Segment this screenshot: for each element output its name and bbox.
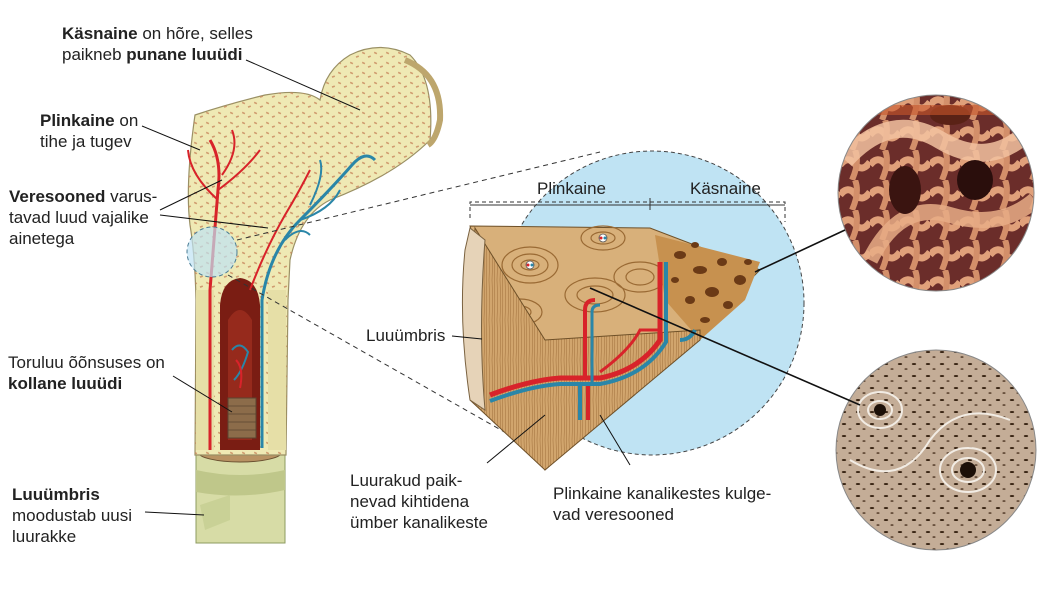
veresooned-text2: tavad luud vajalike (9, 208, 149, 227)
compact-bone-micrograph (835, 349, 1037, 551)
label-luuumbris-left: Luuümbris moodustab uusi luurakke (12, 484, 132, 547)
label-luurakud: Luurakud paik- nevad kihtidena ümber kan… (350, 470, 488, 533)
toruluu-bold: kollane luuüdi (8, 374, 123, 393)
plinkaine-text2: tihe ja tugev (40, 132, 132, 151)
veresooned-text3: ainetega (9, 229, 75, 248)
luurakud-text1: Luurakud paik- (350, 471, 463, 490)
kanalikestes-text1: Plinkaine kanalikestes kulge- (553, 484, 772, 503)
luuumbris-left-text2: luurakke (12, 527, 77, 546)
veresooned-text1: varus- (105, 187, 158, 206)
kasnaine-bold2: punane luuüdi (126, 45, 243, 64)
kasnaine-text1: on hõre, selles (137, 24, 253, 43)
luurakud-text3: ümber kanalikeste (350, 513, 488, 532)
section-brackets (469, 198, 786, 222)
label-luuumbris-mid: Luuümbris (366, 326, 446, 345)
toruluu-text1: Toruluu õõnsuses on (8, 353, 165, 372)
label-kanalikestes: Plinkaine kanalikestes kulge- vad vereso… (553, 483, 771, 525)
plinkaine-text1: on (114, 111, 139, 130)
veresooned-bold: Veresooned (9, 187, 106, 206)
luuumbris-left-bold: Luuümbris (12, 485, 100, 504)
leader-lines (141, 59, 861, 516)
femur-illustration (186, 46, 444, 544)
luurakud-text2: nevad kihtidena (350, 492, 470, 511)
label-kasnaine: Käsnaine on hõre, selles paikneb punane … (62, 23, 253, 65)
label-plinkaine: Plinkaine on tihe ja tugev (40, 110, 138, 152)
luuumbris-left-text1: moodustab uusi (12, 506, 133, 525)
kanalikestes-text2: vad veresooned (553, 505, 674, 524)
header-plinkaine: Plinkaine (537, 179, 606, 198)
zoom-line-bottom (227, 274, 546, 456)
kasnaine-bold: Käsnaine (62, 24, 138, 43)
kasnaine-text2: paikneb (62, 45, 127, 64)
plinkaine-bold: Plinkaine (40, 111, 115, 130)
bone-wedge-illustration (461, 225, 761, 471)
spongy-bone-micrograph (837, 94, 1035, 292)
label-toruluu: Toruluu õõnsuses on kollane luuüdi (8, 352, 165, 394)
header-kasnaine: Käsnaine (690, 179, 761, 198)
label-veresooned: Veresooned varus- tavad luud vajalike ai… (9, 186, 157, 249)
